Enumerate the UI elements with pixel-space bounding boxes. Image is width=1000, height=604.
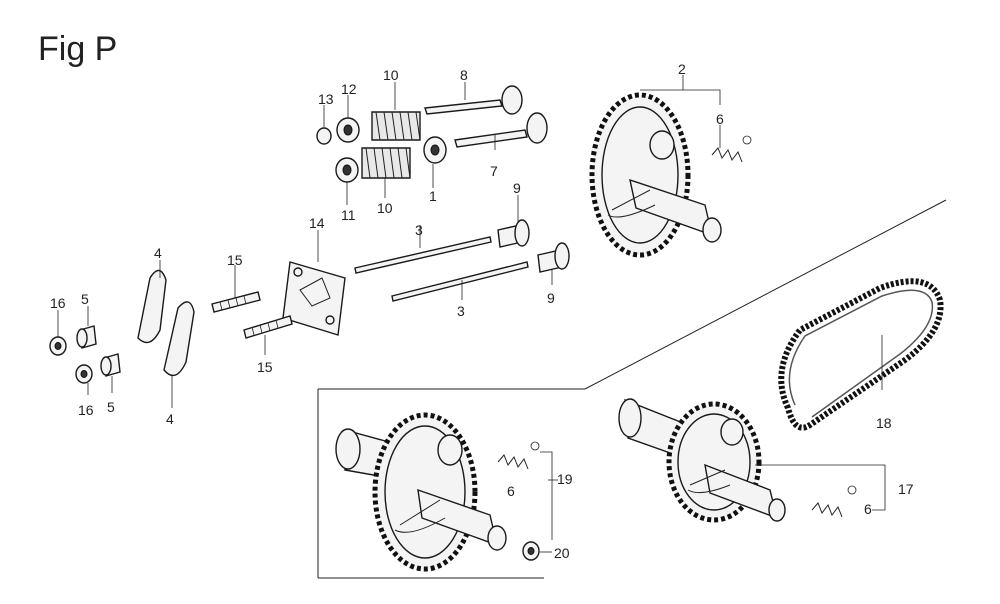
callout-7: 7 (490, 163, 498, 179)
callout-18: 18 (876, 415, 892, 431)
callout-6-right: 6 (864, 501, 872, 517)
part-13-collet (316, 127, 332, 145)
callout-11: 11 (341, 207, 356, 223)
figure-title: Fig P (38, 30, 118, 68)
callout-15-lower: 15 (257, 359, 273, 375)
callout-6-inset: 6 (507, 483, 515, 499)
part-4-rocker-arm-upper (137, 269, 167, 344)
part-16-nut-lower (75, 364, 93, 384)
part-15-pivot-bolt-lower (243, 315, 293, 339)
callout-9-upper: 9 (513, 180, 521, 196)
part-19-camshaft-assembly (335, 412, 507, 572)
callout-13: 13 (318, 91, 334, 107)
callout-8: 8 (460, 67, 468, 83)
callout-20: 20 (554, 545, 570, 561)
callout-10-upper: 10 (383, 67, 399, 83)
part-18-timing-belt (778, 278, 944, 431)
part-3-push-rod-upper (354, 236, 492, 274)
part-4-rocker-arm-lower (163, 301, 195, 377)
callout-3-upper: 3 (415, 222, 423, 238)
callout-19: 19 (557, 471, 573, 487)
part-9-tappet-upper (497, 219, 530, 248)
callout-12: 12 (341, 81, 357, 97)
part-20-washer (522, 541, 540, 561)
callout-5-upper: 5 (81, 291, 89, 307)
part-6-spring-upper (711, 135, 752, 163)
part-10-upper-spring (371, 111, 421, 141)
callout-16-lower: 16 (78, 402, 94, 418)
callout-2: 2 (678, 61, 686, 77)
part-5-pivot-lower (100, 353, 121, 377)
part-17-camshaft-assembly (618, 398, 786, 523)
callout-15-upper: 15 (227, 252, 243, 268)
part-2-camshaft (589, 92, 722, 258)
part-7-valve (454, 112, 548, 148)
callout-16-upper: 16 (50, 295, 66, 311)
part-6-spring-inset (497, 441, 540, 470)
callout-14: 14 (309, 215, 325, 231)
leader-lines (57, 75, 886, 553)
part-15-pivot-bolt-upper (211, 291, 261, 313)
part-8-valve (424, 85, 523, 115)
callout-4-lower: 4 (166, 411, 174, 427)
part-9-tappet-lower (537, 242, 570, 273)
callout-10-lower: 10 (377, 200, 393, 216)
callout-5-lower: 5 (107, 399, 115, 415)
callout-3-lower: 3 (457, 303, 465, 319)
callout-9-lower: 9 (547, 290, 555, 306)
part-10-lower-spring (361, 147, 411, 179)
inset-frame (317, 388, 585, 579)
part-14-guide-plate (282, 261, 346, 336)
valve-spring-group (316, 111, 447, 183)
part-3-push-rod-lower (391, 261, 529, 302)
callout-6-upper: 6 (716, 111, 724, 127)
callout-17: 17 (898, 481, 914, 497)
callout-1: 1 (429, 188, 437, 204)
part-16-nut-upper (49, 336, 67, 356)
divider-line (584, 199, 947, 390)
part-6-spring-right (811, 485, 857, 518)
part-5-pivot-upper (76, 325, 97, 349)
callout-4-upper: 4 (154, 245, 162, 261)
